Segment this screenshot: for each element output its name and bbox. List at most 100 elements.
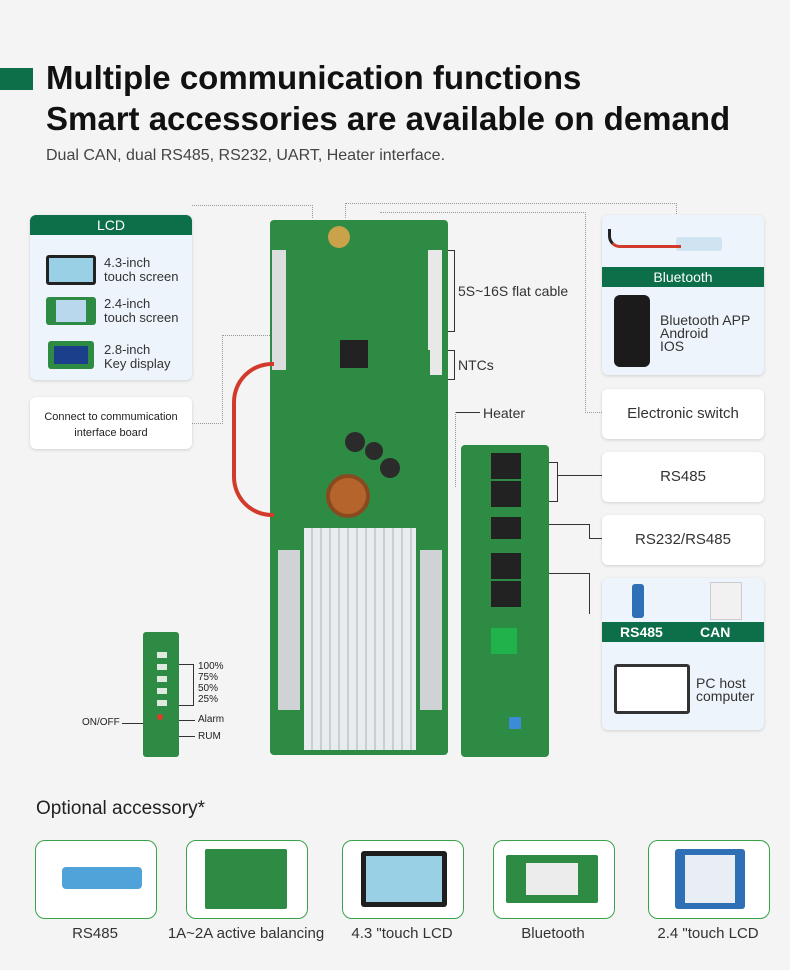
- tab-can-label: CAN: [700, 624, 731, 640]
- connector-interface: [192, 335, 223, 424]
- header-accent-bar: [0, 68, 33, 90]
- connector-rs485: [549, 462, 558, 502]
- rj45-port-1: [491, 453, 521, 479]
- lcd-24-thumb: [46, 297, 96, 325]
- rs485-label: RS485: [660, 468, 706, 485]
- onoff-line: [122, 723, 143, 724]
- lcd-24-line2: touch screen: [104, 310, 179, 325]
- accessory-label-lcd24: 2.4 "touch LCD: [657, 925, 759, 942]
- level-25: 25%: [198, 694, 219, 705]
- pc-host-card: RS485 CAN PC host computer: [602, 578, 764, 730]
- level-100: 100%: [198, 661, 224, 672]
- ntc-label: NTCs: [458, 357, 494, 373]
- rum-label: RUM: [198, 731, 221, 742]
- lcd-43-line1: 4.3-inch: [104, 255, 151, 270]
- phone-image: [614, 295, 650, 367]
- accessory-card-balancing[interactable]: [186, 840, 308, 919]
- lcd-43-thumb: [46, 255, 96, 285]
- rs232-label: RS232/RS485: [635, 531, 731, 548]
- rj45-port-5: [491, 581, 521, 607]
- comm-header: [272, 250, 286, 370]
- accessory-card-bluetooth[interactable]: [493, 840, 615, 919]
- level-75: 75%: [198, 672, 219, 683]
- accessory-card-rs485[interactable]: [35, 840, 157, 919]
- flat-cable-label: 5S~16S flat cable: [458, 283, 569, 299]
- onoff-label: ON/OFF: [82, 717, 120, 728]
- bluetooth-board-image: [506, 855, 598, 903]
- headline-line1: Multiple communication functions: [46, 59, 582, 96]
- level-50: 50%: [198, 683, 219, 694]
- inductor-coil: [326, 474, 370, 518]
- pc-line1: PC host: [696, 675, 746, 691]
- lcd-24-line1: 2.4-inch: [104, 296, 151, 311]
- bms-main-board: [270, 220, 448, 755]
- connector-bt: [345, 203, 677, 218]
- alarm-led: [157, 714, 163, 720]
- alarm-line: [179, 720, 195, 721]
- flat-cable-bracket: [448, 250, 455, 332]
- pc-line2: computer: [696, 688, 755, 704]
- bluetooth-wire: [608, 229, 681, 248]
- accessory-label-bluetooth: Bluetooth: [521, 925, 585, 942]
- cell-connector: [428, 250, 442, 350]
- indicator-board: [143, 632, 179, 757]
- rum-line: [179, 736, 195, 737]
- level-bracket: [179, 664, 194, 706]
- connector-can: [549, 573, 590, 614]
- interface-note-line2: interface board: [74, 427, 148, 439]
- rj45-port-3: [491, 517, 521, 539]
- usb-rs485-dongle: [632, 584, 644, 618]
- bluetooth-card: Bluetooth Bluetooth APP Android IOS: [602, 215, 764, 375]
- connector-lcd: [192, 205, 313, 218]
- accessory-card-lcd43[interactable]: [342, 840, 464, 919]
- rs232-card: RS232/RS485: [602, 515, 764, 565]
- dip-switch: [509, 717, 521, 729]
- lcd-28-thumb: [48, 341, 94, 369]
- usb-can-module: [710, 582, 742, 620]
- rs485-can-tab: [602, 622, 764, 642]
- app-line3: IOS: [660, 338, 685, 354]
- accessories-title: Optional accessory*: [36, 798, 205, 819]
- coin-cell: [328, 226, 350, 248]
- capacitor-3: [380, 458, 400, 478]
- red-cable: [232, 362, 274, 517]
- accessory-label-lcd43: 4.3 "touch LCD: [351, 925, 453, 942]
- rs485-card: RS485: [602, 452, 764, 502]
- app-line1: Bluetooth APP: [660, 312, 751, 328]
- accessory-card-lcd24[interactable]: [648, 840, 770, 919]
- accessory-label-balancing: 1A~2A active balancing: [167, 925, 325, 942]
- interface-note-card: Connect to commumication interface board: [30, 397, 192, 449]
- mosfet-left: [278, 550, 300, 710]
- rj45-port-2: [491, 481, 521, 507]
- bluetooth-tab: Bluetooth: [602, 267, 764, 287]
- tab-rs485-label: RS485: [620, 624, 663, 640]
- heater-line: [456, 412, 480, 413]
- terminal-block: [491, 628, 517, 654]
- app-line2: Android: [660, 325, 709, 341]
- electronic-switch-card: Electronic switch: [602, 389, 764, 439]
- lcd-28-line2: Key display: [104, 356, 171, 371]
- ntc-bracket: [448, 350, 455, 380]
- ntc-connector: [430, 345, 442, 375]
- rj45-port-4: [491, 553, 521, 579]
- accessory-label-rs485: RS485: [72, 925, 118, 942]
- connector-rs232-h: [589, 538, 602, 539]
- lcd-panel: LCD 4.3-inch touch screen 2.4-inch touch…: [30, 215, 192, 380]
- interface-note-line1: Connect to commumication: [44, 411, 178, 423]
- connector-switch: [380, 212, 586, 413]
- rs485-dongle-image: [62, 867, 142, 889]
- lcd-tab: LCD: [30, 215, 192, 235]
- mosfet-right: [420, 550, 442, 710]
- connector-interface-top: [222, 335, 272, 336]
- lcd-43-line2: touch screen: [104, 269, 179, 284]
- lcd-28-line1: 2.8-inch: [104, 342, 151, 357]
- laptop-image: [614, 664, 690, 714]
- electronic-switch-label: Electronic switch: [627, 405, 739, 422]
- connector-heater: [455, 412, 456, 487]
- capacitor-2: [365, 442, 383, 460]
- heater-label: Heater: [483, 405, 526, 421]
- led-row: [157, 652, 167, 712]
- heatsink: [304, 528, 416, 750]
- mcu-chip: [340, 340, 368, 368]
- interface-board: [461, 445, 549, 757]
